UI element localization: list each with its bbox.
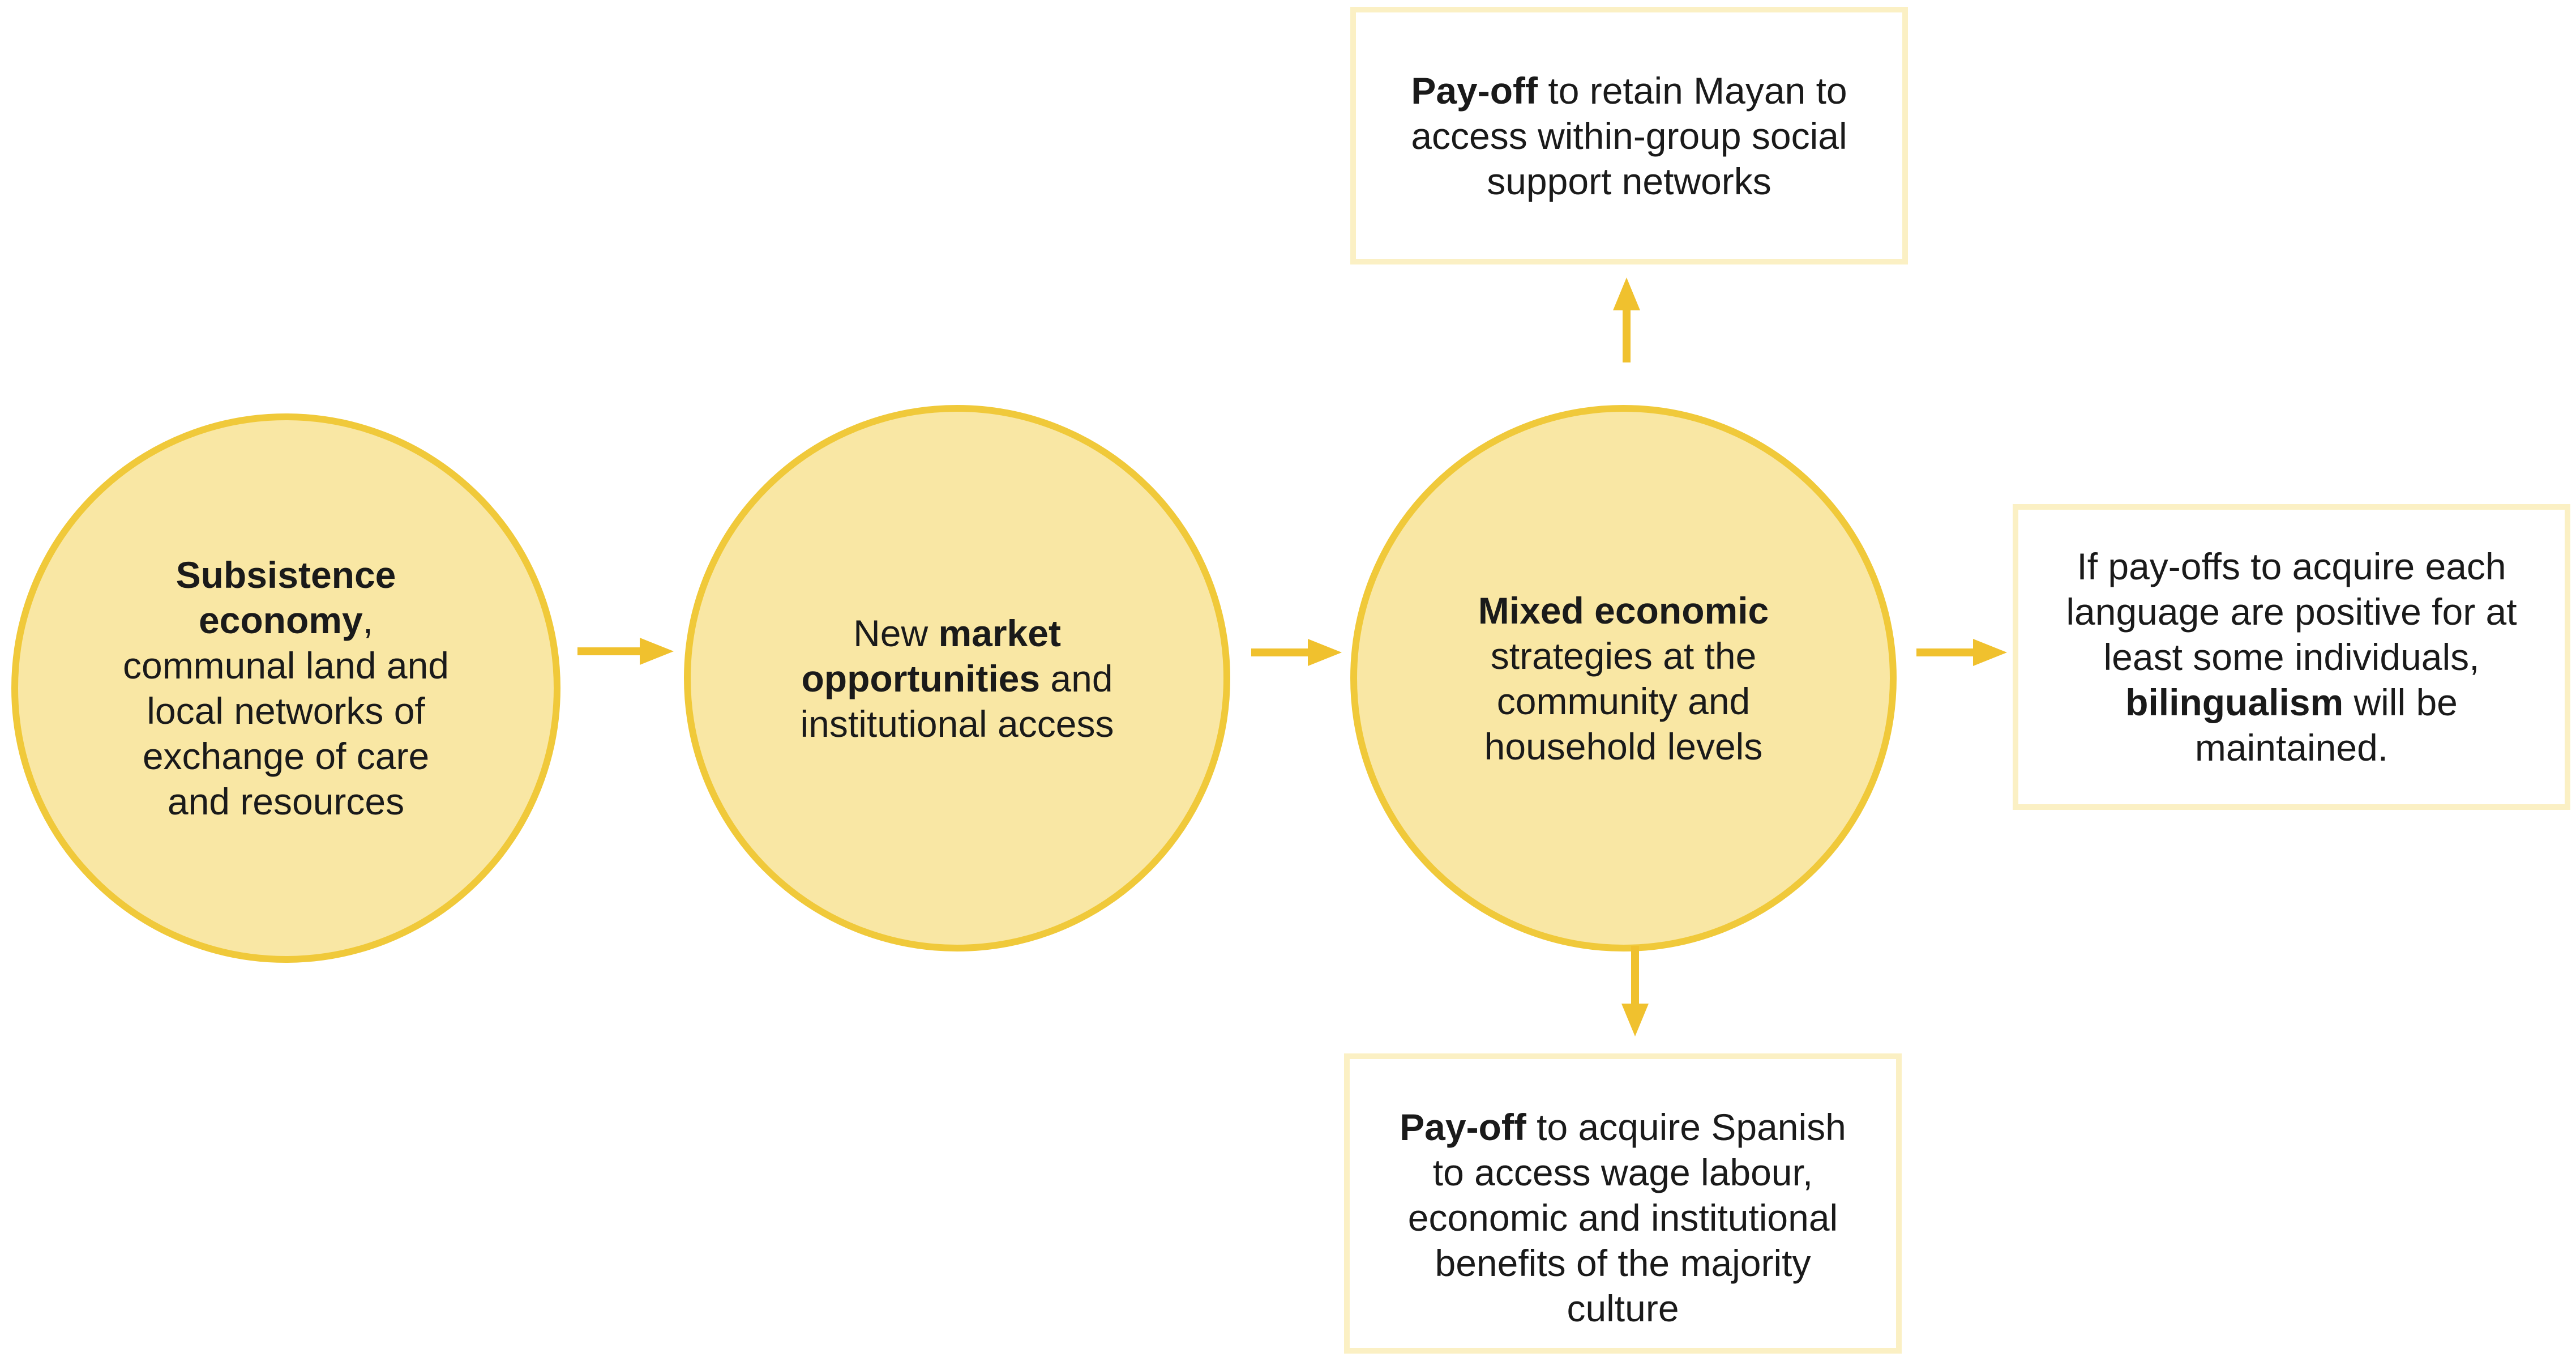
box-payoff-spanish: Pay-off to acquire Spanish to access wag… [1344, 1053, 1902, 1354]
node-market-opportunities-desc: and institutional access [800, 657, 1114, 745]
node-subsistence-economy: Subsistence economy, communal land and l… [11, 413, 560, 963]
box-bilingualism-prefix: If pay-offs to acquire each language are… [2066, 545, 2517, 678]
node-subsistence-economy-bold: Subsistence economy [176, 554, 396, 641]
arrow-mixed-to-bilingualism [1916, 639, 2007, 666]
node-mixed-economic-bold: Mixed economic [1478, 589, 1769, 631]
arrow-mixed-to-payoff-spanish [1621, 946, 1649, 1036]
node-market-opportunities-bold: market opportunities [801, 612, 1061, 699]
arrow-mixed-to-payoff-mayan [1613, 278, 1640, 362]
node-market-opportunities: New market opportunities and institution… [684, 405, 1230, 951]
node-market-opportunities-prefix: New [853, 612, 939, 654]
box-payoff-spanish-desc: to acquire Spanish to access wage labour… [1407, 1106, 1846, 1329]
box-payoff-mayan-desc: to retain Mayan to access within-group s… [1411, 69, 1847, 202]
box-bilingualism-bold: bilingualism [2125, 681, 2344, 723]
box-payoff-mayan: Pay-off to retain Mayan to access within… [1350, 7, 1908, 264]
node-mixed-economic-text: Mixed economic strategies at the communi… [1443, 588, 1805, 769]
node-mixed-economic-desc: strategies at the community and househol… [1484, 634, 1763, 767]
node-subsistence-economy-text: Subsistence economy, communal land and l… [110, 552, 461, 824]
box-payoff-mayan-bold: Pay-off [1411, 69, 1538, 112]
node-market-opportunities-text: New market opportunities and institution… [782, 611, 1133, 746]
arrow-market-to-mixed [1251, 639, 1342, 666]
arrow-subsistence-to-market [577, 638, 674, 665]
box-bilingualism-desc: will be maintained. [2194, 681, 2458, 769]
box-bilingualism-text: If pay-offs to acquire each language are… [2043, 544, 2541, 770]
box-bilingualism: If pay-offs to acquire each language are… [2013, 504, 2570, 810]
box-payoff-spanish-text: Pay-off to acquire Spanish to access wag… [1380, 1104, 1867, 1331]
node-mixed-economic: Mixed economic strategies at the communi… [1350, 405, 1897, 951]
box-payoff-spanish-bold: Pay-off [1400, 1106, 1526, 1148]
box-payoff-mayan-text: Pay-off to retain Mayan to access within… [1386, 68, 1873, 204]
node-subsistence-economy-desc: , communal land and local networks of ex… [122, 599, 450, 822]
